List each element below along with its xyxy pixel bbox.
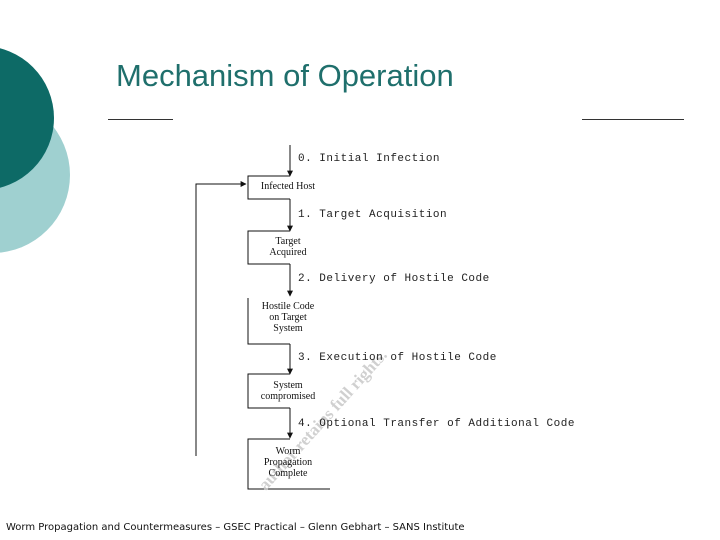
- box-label-system-compromised: System compromised: [246, 380, 330, 402]
- box-label-hostile-code: Hostile Code on Target System: [246, 301, 330, 334]
- decorative-circles: [0, 48, 70, 253]
- step-label-0: 0. Initial Infection: [298, 153, 441, 165]
- box-system-compromised: [247, 373, 290, 409]
- feedback-loop-arrow: [195, 181, 247, 456]
- box-line: System: [273, 380, 303, 391]
- box-label-target-acquired: Target Acquired: [246, 236, 330, 258]
- box-line: Target: [275, 236, 301, 247]
- step-label-4: 4. Optional Transfer of Additional Code: [298, 418, 575, 430]
- slide-title: Mechanism of Operation: [116, 58, 454, 93]
- box-line: Complete: [268, 468, 308, 479]
- box-line: Hostile Code: [261, 301, 315, 312]
- slide-footer: Worm Propagation and Countermeasures – G…: [6, 522, 465, 533]
- box-infected-host: [247, 175, 290, 200]
- box-target-acquired: [247, 230, 290, 265]
- step-label-3: 3. Execution of Hostile Code: [298, 352, 497, 364]
- title-rule-right: [582, 119, 684, 120]
- dark-teal-circle: [0, 48, 54, 188]
- box-hostile-code: [247, 298, 290, 345]
- title-rule-left: [108, 119, 173, 120]
- step-label-1: 1. Target Acquisition: [298, 209, 448, 221]
- box-line: System: [273, 323, 303, 334]
- box-line: Infected Host: [260, 181, 316, 192]
- step-label-2: 2. Delivery of Hostile Code: [298, 273, 490, 285]
- box-line: on Target: [269, 312, 307, 323]
- box-worm-propagation: [247, 438, 330, 490]
- box-line: Propagation: [263, 457, 313, 468]
- box-line: Worm: [275, 446, 301, 457]
- box-label-worm-propagation: Worm Propagation Complete: [246, 446, 330, 479]
- box-label-infected-host: Infected Host: [246, 181, 330, 192]
- box-line: Acquired: [269, 247, 307, 258]
- box-line: compromised: [260, 391, 316, 402]
